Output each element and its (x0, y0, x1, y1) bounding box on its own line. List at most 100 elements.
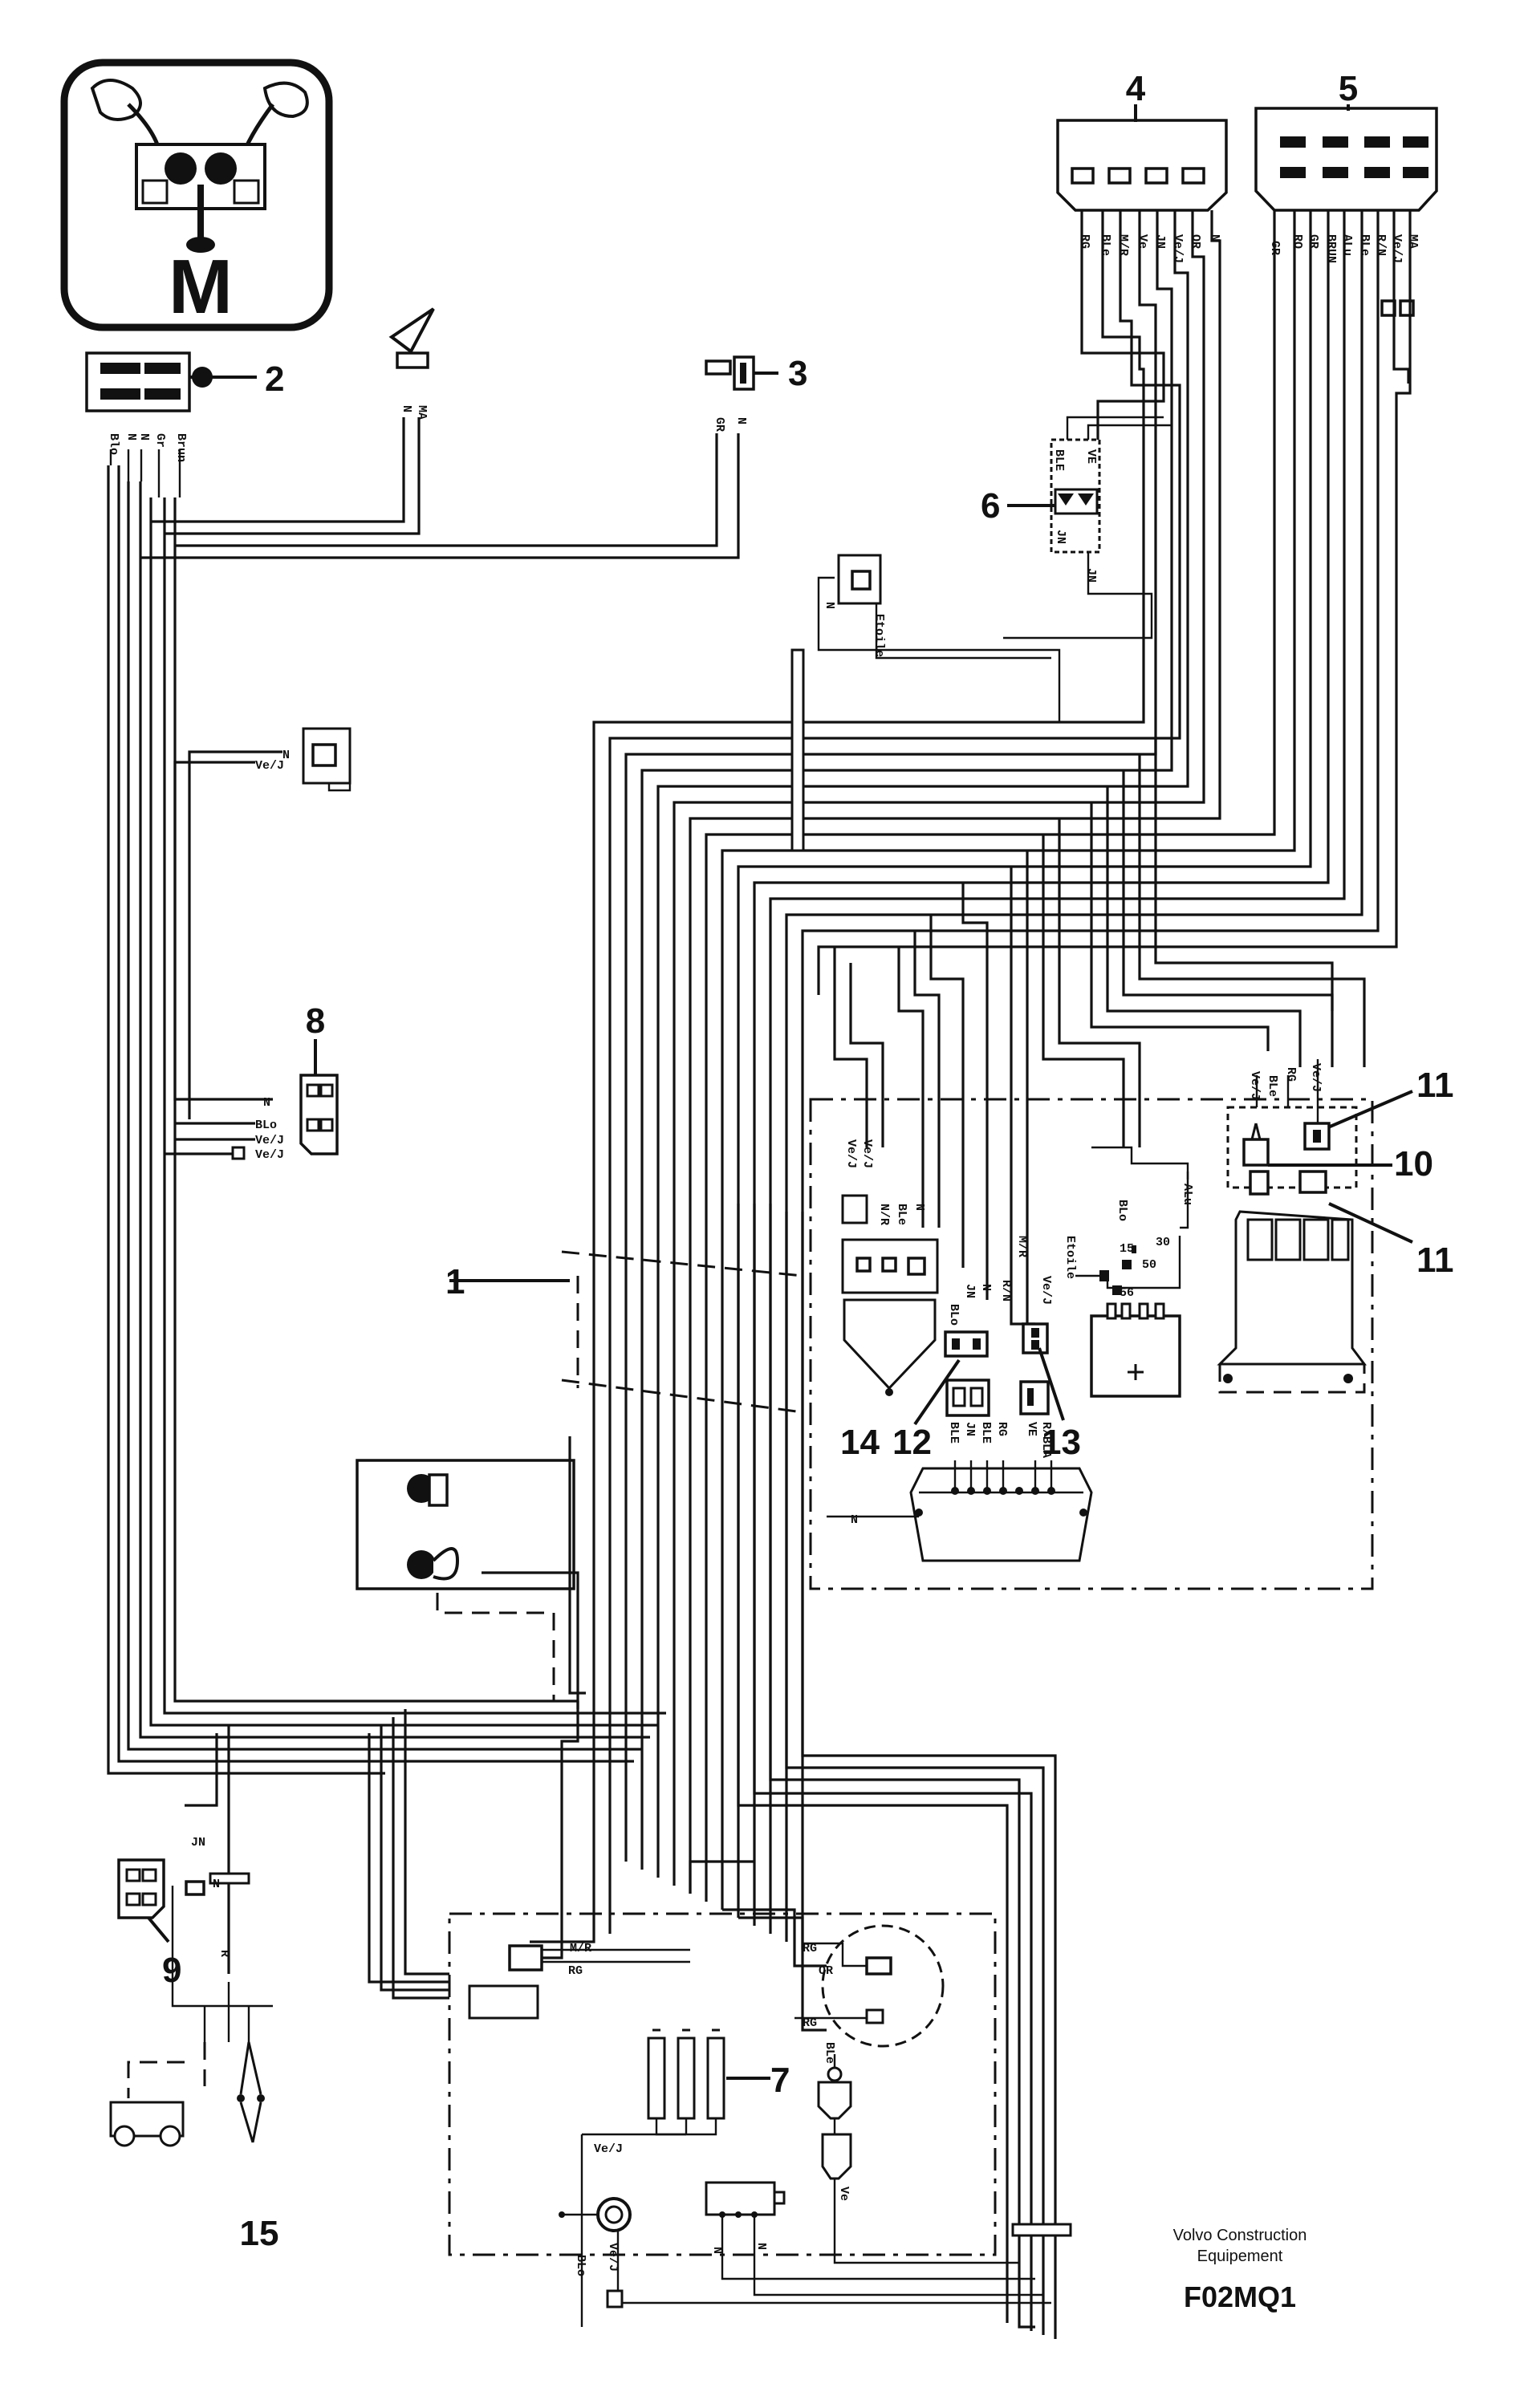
connector-9: JN N R (117, 1836, 231, 1957)
wire-label: BLo (1116, 1200, 1129, 1221)
wire-label: Ve/J (255, 1134, 284, 1147)
wire-label: N (282, 749, 290, 762)
component-12: JN N BLo (944, 1284, 993, 1358)
wire-label: BLo (947, 1304, 961, 1326)
wire-label: OR (819, 1964, 833, 1978)
wire-label: BRUN (1324, 234, 1338, 263)
wire-label: VE (1025, 1422, 1038, 1436)
credit-line-1: Volvo Construction (1173, 2227, 1307, 2244)
wire-label: JN (1084, 568, 1098, 583)
wire-label: Etoile (1063, 1236, 1077, 1279)
connector-5: GR RO GR BRUN ALu BLe R/N Ve/J MA (1254, 107, 1438, 317)
relay: BLo ALu Etoile 15 30 50 56 (1063, 1146, 1194, 1398)
wire-label: R/N (999, 1280, 1013, 1301)
lower-enclosure: M/R RG RG OR RG BLe Ve (448, 1912, 1051, 2327)
wire-label: BLo (255, 1119, 277, 1132)
wire-label: ALu (1181, 1184, 1194, 1205)
wire-label: M/R (1116, 234, 1130, 256)
callout-11b: 11 (1416, 1241, 1454, 1280)
wire-label: BLe (1099, 234, 1112, 256)
component-7 (647, 2028, 770, 2136)
wire-label: RG (803, 1942, 817, 1955)
wire-label: ALu (1340, 234, 1354, 256)
wire-label: N (734, 417, 748, 424)
credit-block: Volvo Construction Equipement F02MQ1 (1173, 2227, 1307, 2313)
wire-label: BLE (947, 1422, 961, 1444)
callout-5: 5 (1339, 69, 1358, 108)
wire-label: VE (1084, 449, 1098, 464)
callout-15: 15 (240, 2214, 279, 2253)
wire-label: N (851, 1513, 858, 1527)
wire-label: Ve/J (606, 2243, 620, 2272)
callouts: 4 5 2 3 6 8 1 11 10 11 14 12 13 9 7 15 (147, 69, 1454, 2253)
wire-label: JN (963, 1422, 977, 1436)
wire-label: BLE (1052, 449, 1066, 471)
wire-label: RG (995, 1422, 1009, 1436)
wire-label: Ve (837, 2187, 851, 2201)
wire-label: GR (713, 417, 726, 432)
wire-label: Ve/J (1309, 1063, 1323, 1092)
component-1 (356, 1250, 803, 1709)
wire-label: Ve (1136, 234, 1149, 249)
wire-label: RG (568, 1964, 583, 1978)
callout-11a: 11 (1416, 1066, 1454, 1105)
connector-8: N BLo Ve/J Ve/J (231, 1074, 339, 1162)
wire-label: JN (191, 1836, 205, 1850)
callout-8: 8 (306, 1001, 325, 1041)
wire-label: Gr (153, 433, 167, 448)
wire-label: N (754, 2243, 768, 2250)
component-10-11: Ve/J BLe RG Ve/J (1217, 1059, 1367, 1394)
callout-12: 12 (892, 1423, 932, 1462)
wire-label: Ve/J (1248, 1071, 1262, 1100)
connector-2: Blo N N Gr Brun (85, 351, 257, 462)
wire-harness (107, 210, 1412, 2339)
callout-9: 9 (162, 1951, 181, 1990)
wire-label: N (124, 433, 138, 441)
component-15 (109, 2041, 265, 2147)
wire-label: Ve/J (1171, 234, 1185, 263)
wire-label: BLe (895, 1204, 908, 1225)
wire-label: R/BLA (1039, 1422, 1053, 1458)
component-13: M/R R/N Ve/J (999, 1236, 1053, 1354)
wire-label: 30 (1156, 1236, 1170, 1249)
callout-7: 7 (770, 2061, 790, 2100)
wire-label: 56 (1120, 1286, 1134, 1300)
figure-code: F02MQ1 (1184, 2280, 1296, 2313)
wire-label: RG (1078, 234, 1091, 249)
wire-label: GR (1307, 234, 1320, 249)
wire-label: N (213, 1878, 220, 1891)
wire-label: JN (1054, 530, 1067, 544)
wire-label: N (137, 433, 151, 441)
header-letter: M (169, 244, 233, 330)
wire-label: 15 (1120, 1242, 1134, 1256)
wire-label: Brun (174, 433, 188, 462)
wire-label: Ve/J (594, 2142, 623, 2156)
connector-4-wire-labels: RG BLe M/R Ve JN Ve/J OR N (1078, 234, 1221, 263)
wire-label: R/N (1374, 234, 1388, 256)
credit-line-2: Equipement (1197, 2248, 1283, 2265)
wire-label: N (263, 1096, 270, 1110)
callout-10: 10 (1394, 1144, 1433, 1184)
wire-label: BLe (1358, 234, 1372, 256)
wire-label: M/R (570, 1942, 591, 1955)
wire-label: BLe (1266, 1075, 1279, 1097)
wire-label: RG (1284, 1067, 1298, 1082)
callout-4: 4 (1126, 69, 1146, 108)
horn-icon: N MA (388, 307, 435, 420)
terminal-strip: N (827, 1460, 1093, 1562)
joystick-controls-icon: M (60, 59, 333, 331)
wire-label: N (400, 405, 413, 412)
diode-pack-6: BLE VE JN JN (1050, 438, 1101, 583)
wire-label: N (823, 602, 836, 609)
wire-label: M/R (1015, 1236, 1029, 1257)
connector-2-wire-labels: Blo N N Gr Brun (107, 433, 188, 462)
wire-label: N (912, 1204, 926, 1211)
wire-label: BLe (823, 2042, 836, 2064)
wire-label: RG (803, 2016, 817, 2030)
wire-label: MA (415, 405, 429, 420)
wire-label: N (1208, 234, 1221, 242)
bottom-connector: BLE JN BLE RG VE R/BLA (945, 1379, 1053, 1458)
wire-label: N/R (877, 1204, 891, 1225)
callout-2: 2 (265, 359, 284, 399)
